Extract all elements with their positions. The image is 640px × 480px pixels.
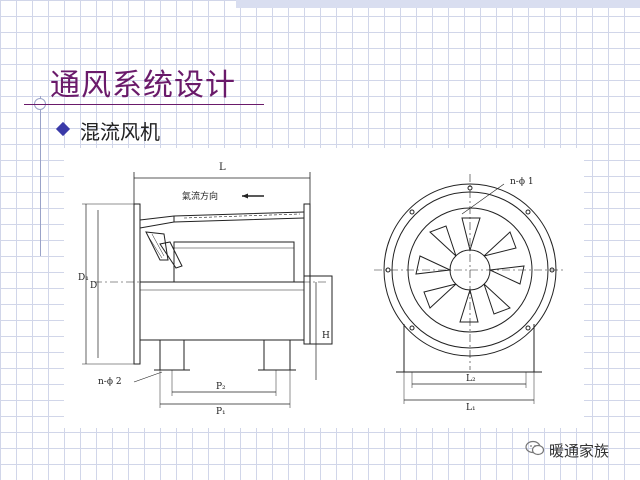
watermark-text: 暖通家族 (549, 441, 610, 460)
wechat-icon (525, 440, 545, 460)
dim-L1-label: L₁ (466, 403, 476, 413)
front-view: n-ϕ 1 L₂ L₁ (374, 174, 566, 413)
dim-P2-label: P₂ (216, 382, 226, 392)
dim-P1-label: P₁ (216, 407, 226, 417)
bullet-text: 混流风机 (80, 120, 160, 144)
dim-D-label: D (90, 281, 97, 291)
slide-title: 通风系统设计 (50, 68, 236, 103)
bolt-hole-n-phi1-label: n-ϕ 1 (510, 177, 534, 187)
watermark: 暖通家族 (525, 439, 609, 461)
top-decorative-band (236, 0, 640, 8)
dim-D1-label: D₁ (78, 273, 89, 283)
title-underline (24, 104, 264, 105)
dim-L2-label: L₂ (466, 374, 476, 384)
bolt-hole-n-phi2-label: n-ϕ 2 (98, 377, 122, 387)
fan-technical-drawing: L 氣流方向 (64, 148, 584, 428)
dim-H-label: H (322, 331, 330, 341)
dim-L-label: L (219, 162, 226, 173)
airflow-direction-label: 氣流方向 (182, 190, 218, 202)
side-view: L 氣流方向 (78, 162, 333, 417)
left-decorative-line (40, 96, 41, 256)
